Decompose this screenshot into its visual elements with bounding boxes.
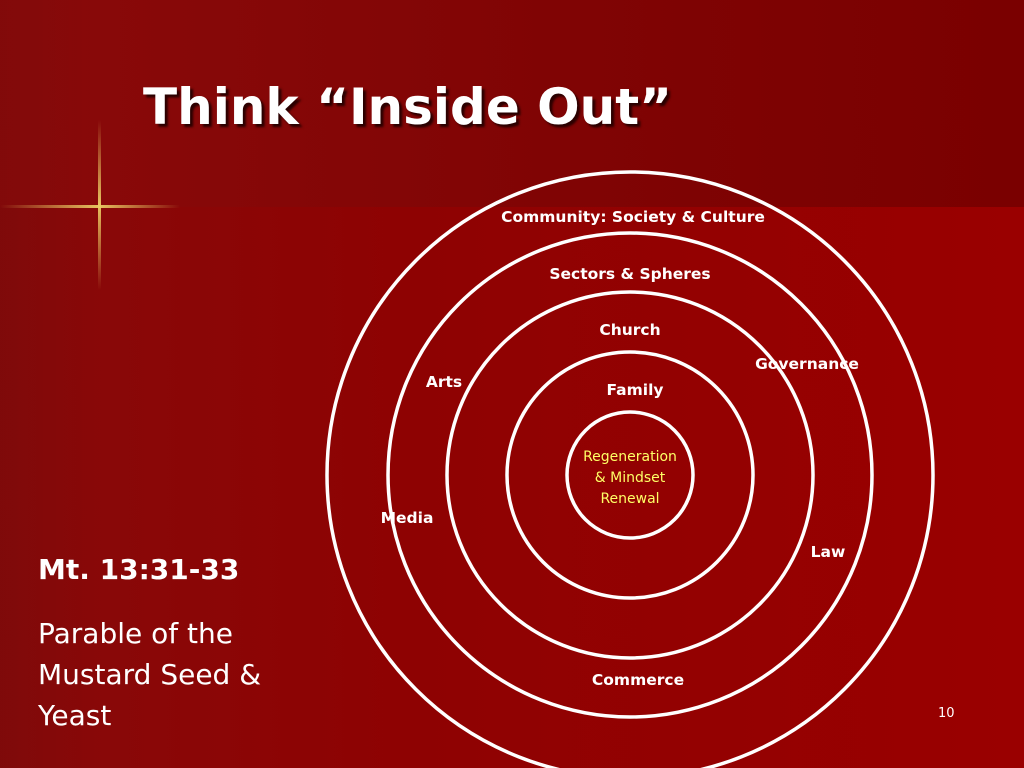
left-shade — [0, 0, 100, 768]
label-media: Media — [381, 509, 434, 527]
label-sectors: Sectors & Spheres — [549, 265, 710, 283]
label-commerce: Commerce — [592, 671, 684, 689]
label-arts: Arts — [426, 373, 462, 391]
label-family: Family — [606, 381, 663, 399]
ring-sectors — [386, 231, 874, 719]
title-band — [0, 0, 1024, 207]
slide-number: 10 — [938, 706, 955, 721]
label-church: Church — [599, 321, 660, 339]
ring-family — [505, 350, 755, 600]
ring-church — [445, 290, 815, 660]
label-law: Law — [811, 543, 846, 561]
label-community: Community: Society & Culture — [501, 208, 765, 226]
parable-description: Parable of the Mustard Seed & Yeast — [38, 617, 262, 732]
slide-title: Think “Inside Out” — [143, 78, 673, 136]
sparkle-vertical-icon — [98, 120, 101, 290]
sparkle-horizontal-icon — [0, 205, 180, 208]
label-governance: Governance — [755, 355, 859, 373]
center-label-line-1: Regeneration — [583, 449, 677, 465]
ring-center — [565, 410, 695, 540]
ring-community — [325, 170, 935, 768]
slide-background — [0, 207, 1024, 768]
scripture-reference: Mt. 13:31-33 — [38, 553, 240, 586]
center-label-line-2: & Mindset — [595, 470, 666, 486]
center-label-line-3: Renewal — [600, 491, 659, 507]
